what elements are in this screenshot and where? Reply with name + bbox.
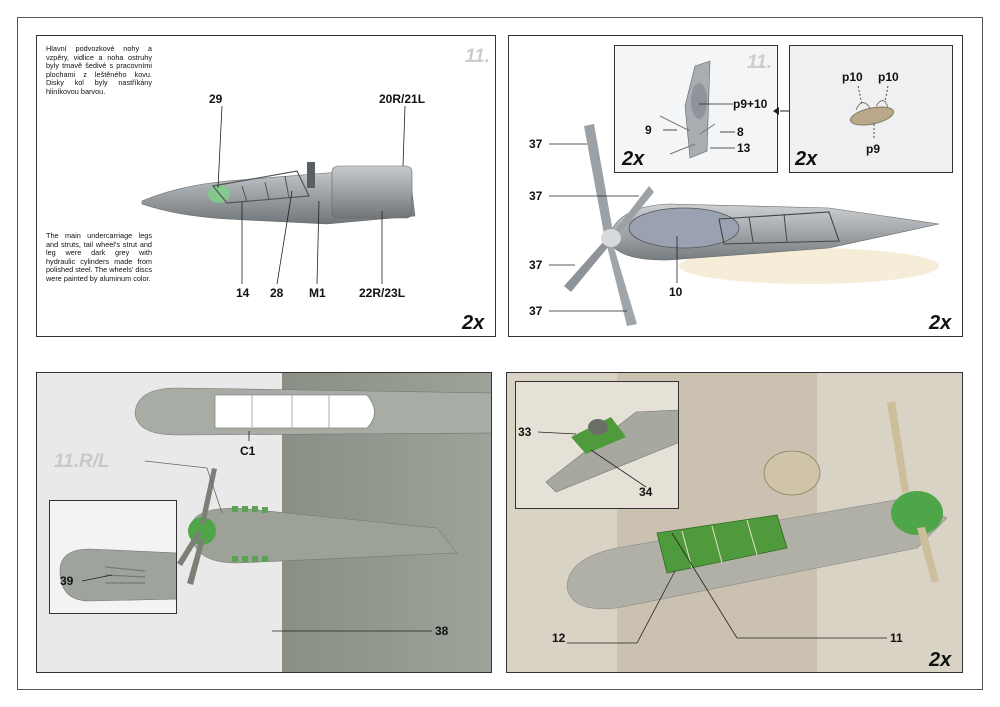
photoetch-detail-drawing xyxy=(850,85,894,138)
inset-seat-detail: 11. p9+10 9 8 13 2x xyxy=(614,45,778,173)
description-english: The main undercarriage legs and struts, … xyxy=(46,231,152,283)
inset-exhaust-detail: 39 xyxy=(49,500,177,614)
part-label: 28 xyxy=(270,286,284,300)
panel-cockpit-assembly: 11. Hlavní podvozkové nohy a vzpěry, vid… xyxy=(36,35,496,337)
part-label: 10 xyxy=(669,285,683,299)
seat-detail-drawing xyxy=(659,60,735,159)
scale-label: 2x xyxy=(462,312,485,334)
scale-label: 2x xyxy=(622,148,645,170)
part-label: p10 xyxy=(878,70,899,84)
step-number: 11.R/L xyxy=(54,451,110,472)
part-label: 11 xyxy=(890,631,903,645)
scale-label: 2x xyxy=(795,148,818,170)
panel-propeller-fuselage: 37 37 37 37 10 2x 11. p9+10 9 8 13 2x xyxy=(508,35,963,337)
wheel-bay-drawing xyxy=(566,373,948,672)
part-label: 29 xyxy=(209,92,223,106)
propeller-label: 37 xyxy=(529,137,543,151)
step-number: 11. xyxy=(747,52,773,73)
part-label: M1 xyxy=(309,286,326,300)
wing-nacelle-drawing xyxy=(134,373,491,672)
part-label: 39 xyxy=(60,574,74,588)
panel-wheel-bay: 12 11 2x 33 34 xyxy=(506,372,963,673)
part-label: p9 xyxy=(866,142,881,156)
part-label: C1 xyxy=(240,444,256,458)
part-label: 33 xyxy=(518,425,532,439)
part-label: 38 xyxy=(435,624,449,638)
part-label: 9 xyxy=(645,123,652,137)
scale-label: 2x xyxy=(929,312,952,334)
part-label: 22R/23L xyxy=(359,286,406,300)
part-label: p9+10 xyxy=(733,97,768,111)
page-border xyxy=(17,17,983,690)
part-label: 8 xyxy=(737,125,744,139)
propeller-label: 37 xyxy=(529,304,543,318)
part-label: 12 xyxy=(552,631,566,645)
cockpit-fuselage-drawing xyxy=(141,105,416,285)
part-label: p10 xyxy=(842,70,863,84)
inset-photoetch-detail: p10 p10 p9 2x xyxy=(789,45,953,173)
gear-detail-drawing xyxy=(537,409,678,493)
part-label: 34 xyxy=(639,485,653,499)
step-number: 11. xyxy=(465,46,491,67)
propeller-label: 37 xyxy=(529,258,543,272)
propeller-label: 37 xyxy=(529,189,543,203)
part-label: 13 xyxy=(737,141,751,155)
description-czech: Hlavní podvozkové nohy a vzpěry, vidlice… xyxy=(46,44,152,96)
fuselage-propeller-drawing xyxy=(549,124,940,326)
part-label: 14 xyxy=(236,286,250,300)
scale-label: 2x xyxy=(929,649,952,671)
panel-wing-nacelle: C1 11.R/L 38 39 xyxy=(36,372,492,673)
part-label: 20R/21L xyxy=(379,92,426,106)
exhaust-detail-drawing xyxy=(59,548,176,602)
inset-gear-detail: 33 34 xyxy=(515,381,679,509)
